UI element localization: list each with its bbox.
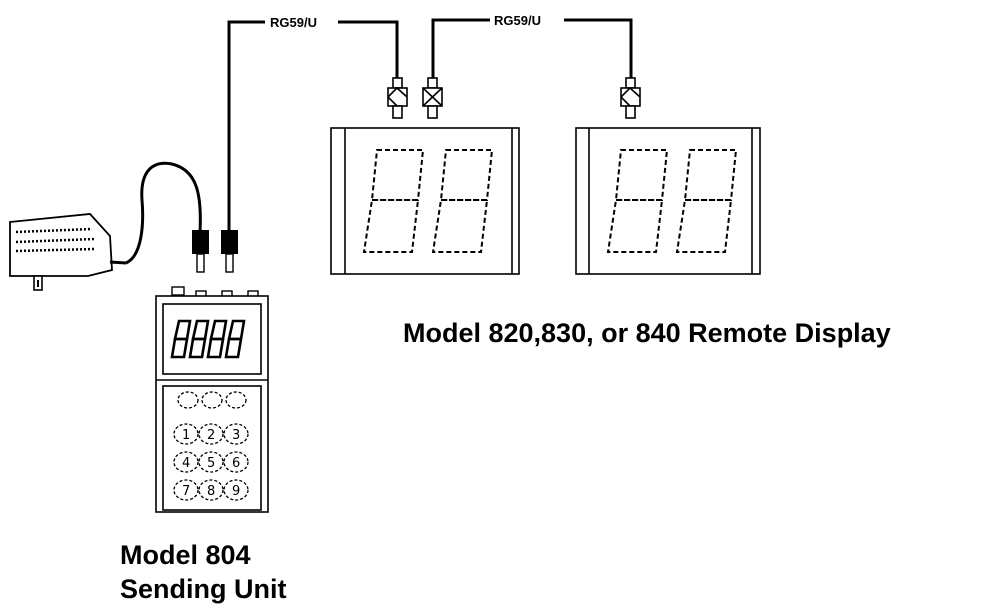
coax-plug — [221, 230, 238, 273]
bnc-connector-3 — [620, 77, 641, 119]
seven-segment-digit — [675, 149, 738, 253]
cable-2-label: RG59/U — [494, 13, 541, 28]
remote-display-caption: Model 820,830, or 840 Remote Display — [403, 318, 891, 348]
sending-unit-caption: Model 804 Sending Unit — [120, 538, 286, 606]
power-cord — [125, 161, 202, 265]
bnc-connector-2 — [422, 77, 443, 119]
key-1: 1 — [182, 428, 190, 443]
key-2: 2 — [207, 428, 215, 443]
key-outline — [173, 451, 199, 473]
keypad: 1 2 3 4 5 6 7 8 9 — [173, 423, 249, 501]
sending-unit: 1 2 3 4 5 6 7 8 9 — [155, 286, 269, 513]
remote-display-2 — [575, 127, 761, 275]
led-digit — [188, 319, 210, 359]
key-5: 5 — [207, 456, 215, 471]
remote-display-1 — [330, 127, 520, 275]
function-key — [177, 391, 199, 409]
key-outline — [198, 479, 224, 501]
bnc-connector-1 — [387, 77, 408, 119]
seven-segment-digit — [362, 149, 425, 253]
function-keys — [177, 391, 247, 409]
key-7: 7 — [182, 484, 190, 499]
cable-1-label: RG59/U — [270, 15, 317, 30]
key-8: 8 — [207, 484, 215, 499]
key-9: 9 — [232, 484, 240, 499]
function-key — [201, 391, 223, 409]
coax-cable-2: RG59/U — [431, 13, 633, 78]
function-key — [225, 391, 247, 409]
led-digit — [170, 319, 192, 359]
power-plug — [192, 230, 209, 273]
key-outline — [173, 423, 199, 445]
coax-cable-1: RG59/U — [227, 15, 399, 233]
key-outline — [223, 423, 249, 445]
key-4: 4 — [182, 456, 190, 471]
led-digit — [224, 319, 246, 359]
key-outline — [198, 423, 224, 445]
led-digit — [206, 319, 228, 359]
key-outline — [223, 451, 249, 473]
key-outline — [223, 479, 249, 501]
sending-unit-display — [170, 319, 246, 359]
key-outline — [198, 451, 224, 473]
seven-segment-digit — [606, 149, 669, 253]
seven-segment-digit — [431, 149, 494, 253]
key-6: 6 — [232, 456, 240, 471]
power-adapter — [9, 213, 127, 291]
key-3: 3 — [232, 428, 240, 443]
sending-unit-name: Sending Unit — [120, 574, 287, 604]
key-outline — [173, 479, 199, 501]
sending-unit-model: Model 804 — [120, 540, 251, 570]
